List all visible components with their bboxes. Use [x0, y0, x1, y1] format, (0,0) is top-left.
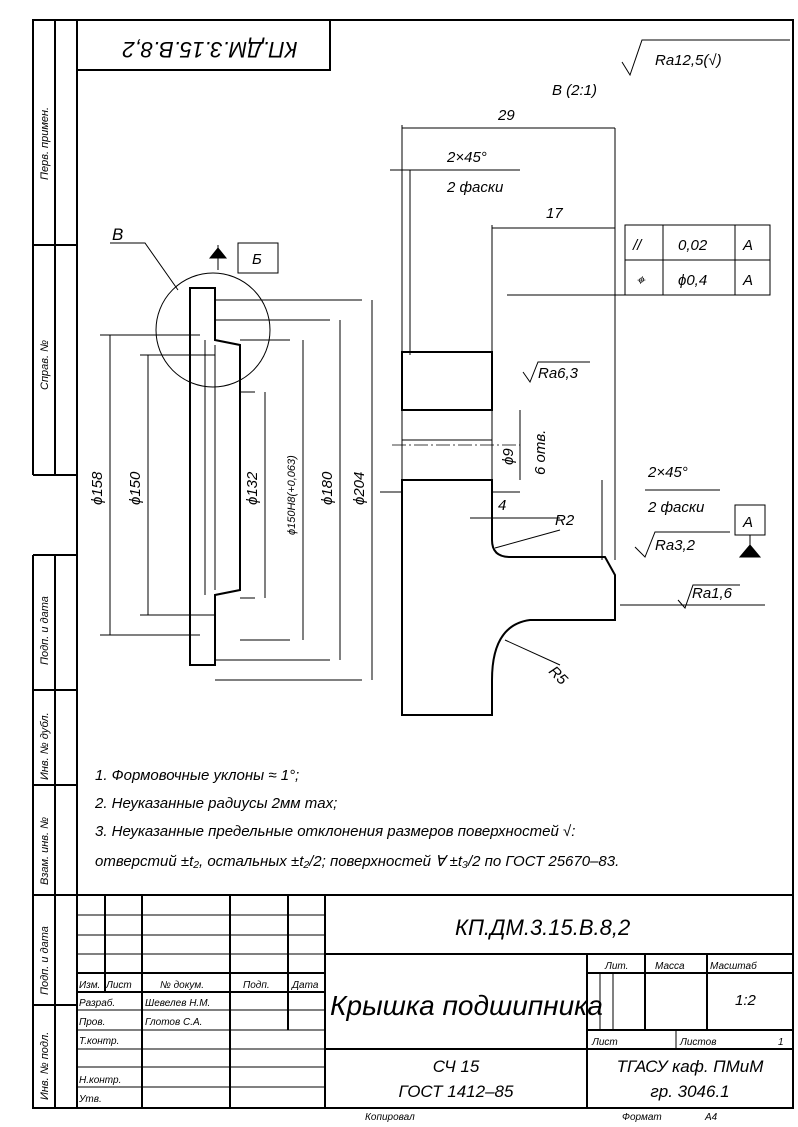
svg-text:Инв. № подл.: Инв. № подл.: [39, 1032, 51, 1100]
svg-text:Ra1,6: Ra1,6: [692, 585, 733, 602]
svg-text:0,02: 0,02: [678, 237, 708, 254]
svg-text:Справ. №: Справ. №: [39, 340, 51, 390]
svg-text:КП.ДМ.3.15.В.8,2: КП.ДМ.3.15.В.8,2: [455, 915, 630, 940]
svg-text:2. Неуказанные радиусы 2мм max: 2. Неуказанные радиусы 2мм max;: [94, 795, 337, 812]
svg-text:2 фаски: 2 фаски: [446, 179, 504, 196]
svg-text:2 фаски: 2 фаски: [647, 499, 705, 516]
svg-text:Лит.: Лит.: [604, 961, 628, 972]
svg-text:Б: Б: [252, 251, 262, 268]
svg-text:отверстий ±t₂, остальных ±t₂/2: отверстий ±t₂, остальных ±t₂/2; поверхно…: [95, 853, 619, 870]
svg-text:Подп. и дата: Подп. и дата: [39, 926, 51, 995]
svg-text:СЧ 15: СЧ 15: [433, 1057, 480, 1076]
svg-text:ϕ150H8(+0,063): ϕ150H8(+0,063): [286, 455, 298, 535]
svg-text:A: A: [742, 514, 753, 531]
svg-text:ϕ0,4: ϕ0,4: [678, 272, 707, 289]
svg-text:Листов: Листов: [679, 1037, 716, 1048]
svg-text:Лист: Лист: [591, 1037, 618, 1048]
svg-text:Н.контр.: Н.контр.: [79, 1075, 121, 1086]
detail-circle: [155, 272, 271, 388]
svg-text:A4: A4: [704, 1112, 718, 1123]
svg-text:6 отв.: 6 отв.: [532, 430, 549, 475]
svg-text:Подп.: Подп.: [243, 980, 270, 991]
svg-text:ϕ158: ϕ158: [89, 471, 106, 505]
detail-view: 29 2×45° 2 фаски 17 // 0,02 A ⌖ ϕ0,4 A R…: [380, 107, 771, 716]
svg-text:Утв.: Утв.: [78, 1094, 102, 1105]
svg-text:ГОСТ 1412–85: ГОСТ 1412–85: [399, 1082, 514, 1101]
svg-text:КП.ДМ.3.15.В.8,2: КП.ДМ.3.15.В.8,2: [122, 37, 297, 62]
svg-text:2×45°: 2×45°: [647, 464, 688, 481]
general-roughness: Ra12,5(√) B (2:1): [552, 39, 790, 99]
svg-text:A: A: [742, 237, 753, 254]
svg-text:2×45°: 2×45°: [446, 149, 487, 166]
svg-text:A: A: [742, 272, 753, 289]
svg-text:B: B: [112, 225, 123, 244]
svg-text:Глотов С.А.: Глотов С.А.: [145, 1017, 202, 1028]
svg-text:4: 4: [498, 497, 506, 514]
svg-text:3. Неуказанные предельные откл: 3. Неуказанные предельные отклонения раз…: [95, 823, 575, 840]
svg-text:Т.контр.: Т.контр.: [79, 1036, 119, 1047]
svg-text:Шевелев Н.М.: Шевелев Н.М.: [145, 998, 210, 1009]
svg-text:Пров.: Пров.: [79, 1017, 105, 1028]
svg-text:R2: R2: [555, 512, 575, 529]
title-block: КП.ДМ.3.15.В.8,2 Крышка подшипника Изм. …: [77, 894, 793, 1123]
svg-text:Масса: Масса: [655, 961, 685, 972]
svg-text:Ra6,3: Ra6,3: [538, 365, 579, 382]
svg-text:R5: R5: [545, 663, 571, 689]
svg-text://: //: [632, 237, 643, 254]
svg-text:ϕ132: ϕ132: [244, 471, 261, 505]
svg-text:17: 17: [546, 205, 563, 222]
section-view: B Б ϕ158 ϕ150 ϕ132 ϕ150H8(+0,063) ϕ180 ϕ…: [89, 225, 373, 681]
side-labels: Перв. примен. Справ. № Подп. и дата Инв.…: [39, 107, 51, 1100]
technical-notes: 1. Формовочные уклоны ≈ 1°; 2. Неуказанн…: [94, 767, 619, 870]
svg-text:ϕ180: ϕ180: [319, 471, 336, 505]
svg-text:Ra3,2: Ra3,2: [655, 537, 696, 554]
svg-text:Разраб.: Разраб.: [79, 997, 115, 1009]
svg-text:⌖: ⌖: [636, 272, 646, 289]
svg-text:№ докум.: № докум.: [160, 980, 204, 991]
svg-text:ϕ204: ϕ204: [351, 472, 368, 505]
svg-text:Инв. № дубл.: Инв. № дубл.: [39, 712, 51, 780]
svg-text:Крышка подшипника: Крышка подшипника: [330, 990, 603, 1021]
svg-text:1. Формовочные уклоны ≈ 1°;: 1. Формовочные уклоны ≈ 1°;: [95, 767, 299, 784]
svg-text:ϕ150: ϕ150: [127, 471, 144, 505]
svg-text:Изм.: Изм.: [79, 980, 100, 991]
tolerance-frame: // 0,02 A ⌖ ϕ0,4 A: [624, 224, 771, 296]
svg-text:1:2: 1:2: [735, 992, 757, 1009]
svg-text:29: 29: [497, 107, 515, 124]
svg-text:Ra12,5(√): Ra12,5(√): [655, 52, 722, 69]
svg-text:ТГАСУ каф. ПМиМ: ТГАСУ каф. ПМиМ: [617, 1057, 765, 1076]
svg-text:Взам. инв. №: Взам. инв. №: [39, 817, 51, 885]
svg-text:1: 1: [778, 1037, 784, 1048]
svg-text:Подп. и дата: Подп. и дата: [39, 596, 51, 665]
svg-text:гр. 3046.1: гр. 3046.1: [650, 1082, 729, 1101]
top-stamp: КП.ДМ.3.15.В.8,2: [76, 19, 331, 71]
svg-text:Дата: Дата: [291, 980, 319, 991]
svg-text:ϕ9: ϕ9: [500, 448, 517, 465]
svg-text:Лист: Лист: [105, 980, 132, 991]
svg-text:Масштаб: Масштаб: [710, 960, 757, 972]
svg-text:Копировал: Копировал: [365, 1112, 415, 1123]
sheet-frame: [32, 19, 794, 1109]
svg-text:B (2:1): B (2:1): [552, 82, 597, 99]
svg-text:Формат: Формат: [622, 1112, 662, 1123]
svg-text:Перв. примен.: Перв. примен.: [39, 107, 51, 180]
